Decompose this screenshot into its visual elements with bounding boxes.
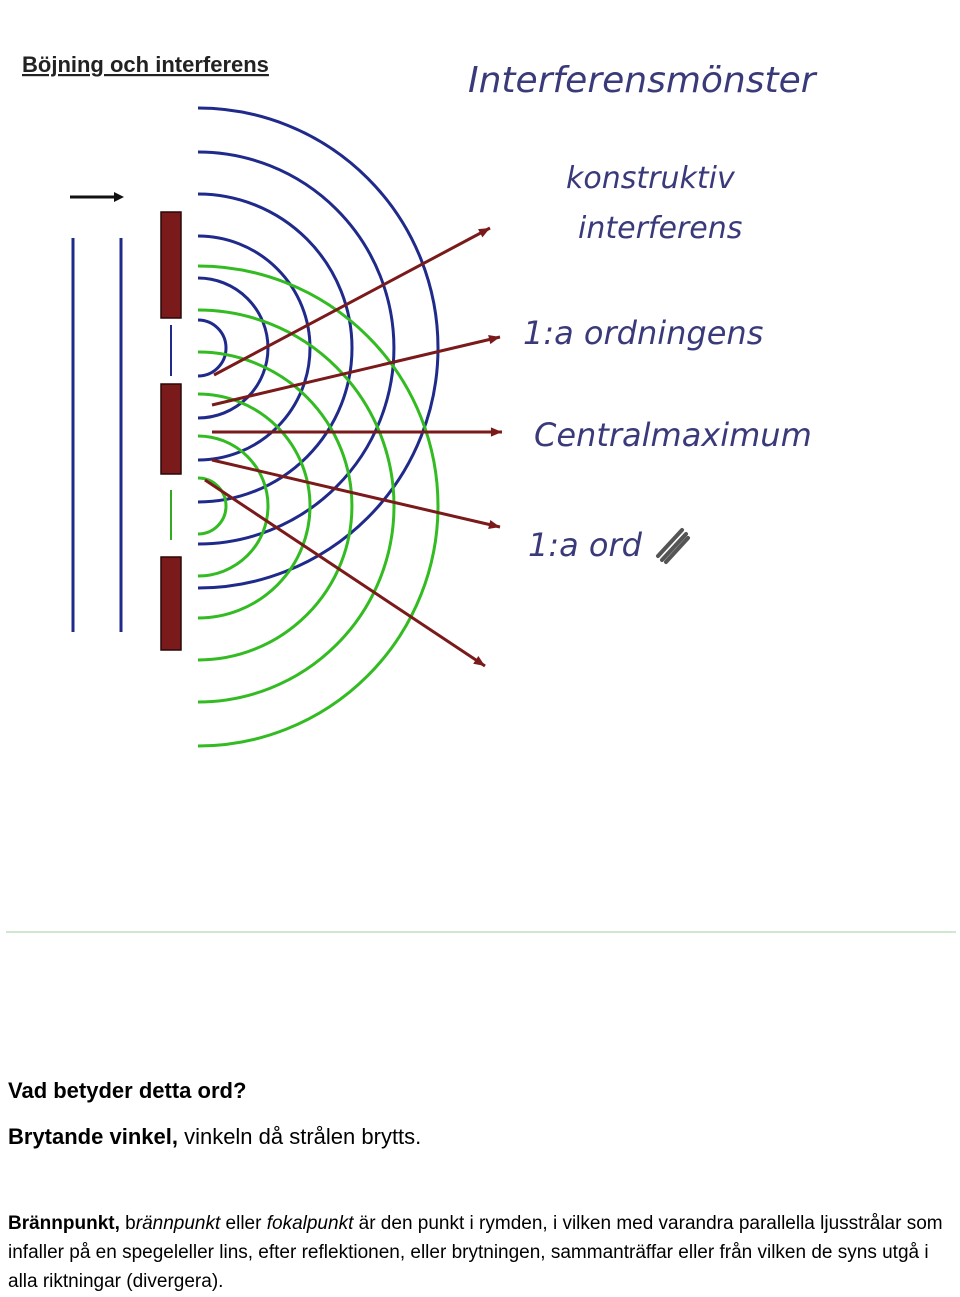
label-central-maximum: Centralmaximum [534,416,812,454]
paragraph-text: är den punkt i rymden, i vilken med vara… [8,1213,943,1292]
incoming-wave-arrow [70,192,124,202]
interference-ray [213,226,491,377]
green-wavefront-arc [197,308,396,704]
interference-ray [204,478,486,668]
green-wavefront-arc [197,392,312,620]
barrier-segment [160,556,182,651]
barrier-segment [160,383,182,475]
label-interference: interferens [578,211,742,246]
ray-arrowhead [478,228,490,238]
paragraph-italic-term: fokalpunkt [266,1213,354,1234]
label-first-order-top: 1:a ordningens [523,314,763,352]
blue-wavefront-arc [197,192,354,504]
green-wavefront-arc [197,434,270,578]
blue-wavefront-arc [197,318,228,378]
blue-wavefront-arc [197,150,396,546]
scribble-mark [656,528,690,564]
wavefront-arcs [197,106,440,748]
interference-ray [211,335,501,407]
paragraph-text: b [119,1213,136,1234]
paragraph-term: Brännpunkt, [8,1213,120,1234]
label-constructive: konstruktiv [566,161,736,196]
paragraph-italic-term: rännpunkt [135,1213,221,1234]
blue-wavefront-arc [197,106,440,590]
slit-barrier [160,211,182,651]
green-wavefront-arc [197,350,354,662]
definition-paragraph: Brännpunkt, brännpunkt eller fokalpunkt … [8,1209,952,1296]
question: Vad betyder detta ord? [8,1078,247,1103]
answer-line: Brytande vinkel, vinkeln då strålen bryt… [8,1124,421,1150]
interference-ray [211,458,501,529]
ray-arrowhead [488,519,500,530]
label-first-order-bottom: 1:a ord [528,526,643,564]
answer-definition: vinkeln då strålen brytts. [177,1124,422,1149]
paragraph-text: eller [220,1213,267,1234]
barrier-segment [160,211,182,319]
label-interference-pattern: Interferensmönster [468,60,818,101]
ray-arrowhead [488,334,500,345]
ray-arrowhead [473,655,485,666]
blue-wavefront-arc [197,276,270,420]
blue-wavefront-arc [197,234,312,462]
figure-title: Böjning och interferens [22,52,269,77]
ray-arrowhead [490,427,502,437]
green-wavefront-arc [197,476,228,536]
green-wavefront-arc [197,264,440,748]
diffraction-interference-figure: Böjning och interferens Interferensmönst… [6,52,956,933]
interference-rays [204,226,502,668]
answer-term: Brytande vinkel, [8,1124,178,1149]
